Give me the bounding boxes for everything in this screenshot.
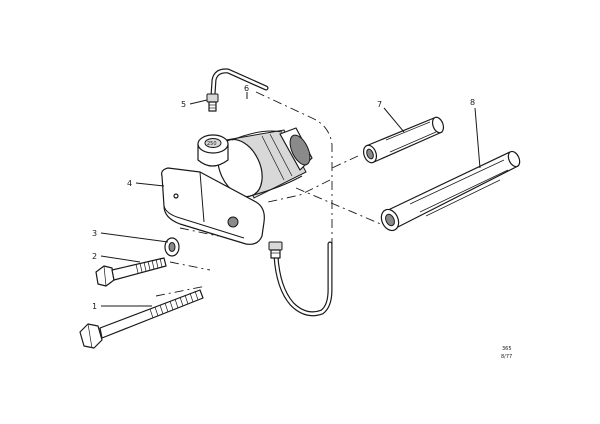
flexible-hose (268, 241, 333, 317)
short-bolt (95, 257, 167, 287)
leader-lines (100, 92, 481, 307)
callout-5: 5 (181, 100, 186, 109)
washer (164, 237, 180, 257)
short-bolt-thread (135, 257, 163, 274)
callout-2: 2 (92, 252, 97, 261)
callout-1: 1 (92, 302, 97, 311)
callout-7: 7 (377, 100, 382, 109)
assembly-lines (155, 91, 391, 297)
main-housing: 250 (161, 127, 313, 245)
drawing-code-line1: 365 (502, 346, 512, 352)
drawing-code-line2: 8/77 (501, 354, 512, 360)
callout-3: 3 (92, 229, 97, 238)
callout-6: 6 (244, 84, 249, 93)
short-hose (362, 116, 445, 164)
cap-marking: 250 (207, 141, 217, 147)
fitting-nipple (206, 93, 219, 112)
long-bolt-thread (149, 290, 199, 319)
bent-pipe (210, 68, 269, 98)
long-hose (380, 150, 521, 232)
callout-4: 4 (127, 179, 132, 188)
callout-8: 8 (470, 98, 475, 107)
long-bolt (79, 289, 204, 349)
